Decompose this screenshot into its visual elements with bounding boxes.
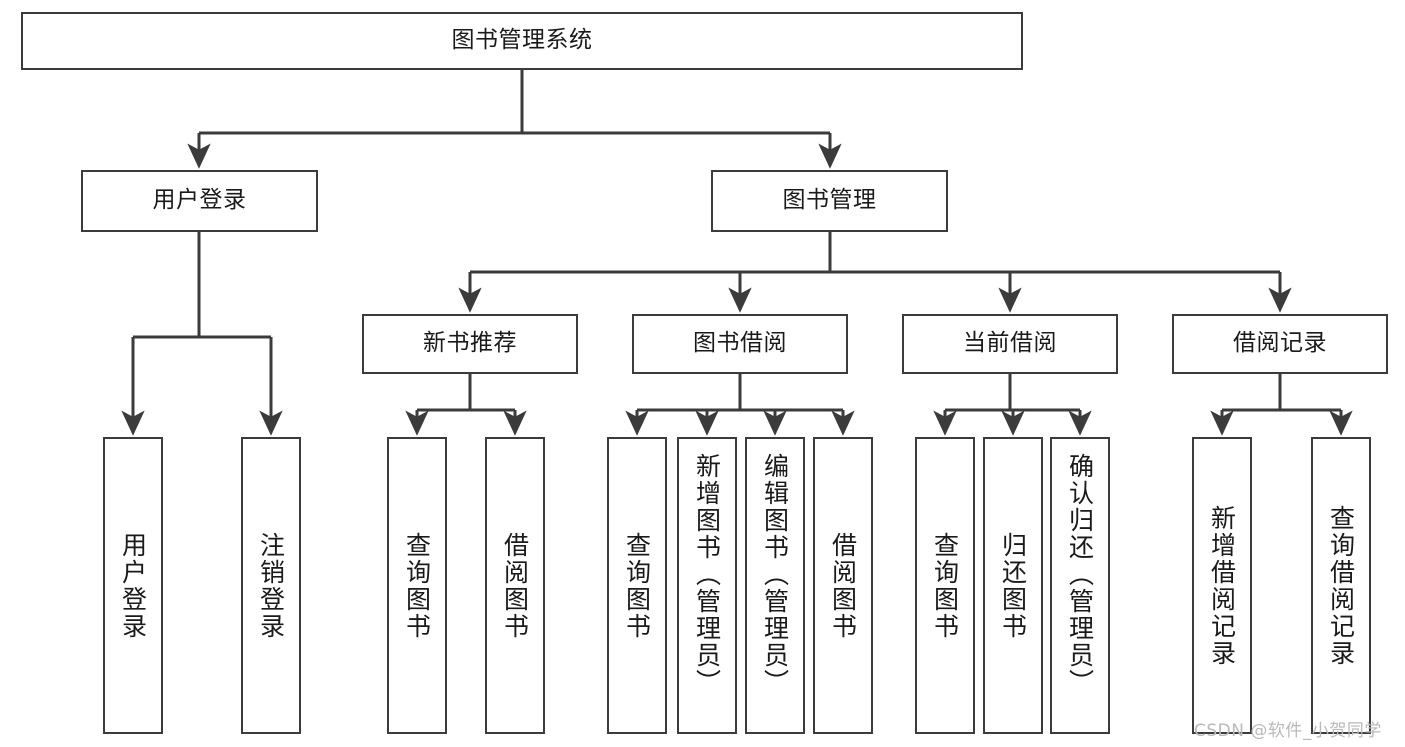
leaf-label: 查询图书 [622, 531, 652, 640]
leaf-user-login[interactable]: 用户登录 [103, 437, 163, 734]
node-label: 图书管理系统 [451, 27, 593, 54]
leaf-query-book-current[interactable]: 查询图书 [915, 437, 975, 734]
leaf-label: 编辑图书（管理员） [760, 453, 790, 696]
node-book-borrow[interactable]: 图书借阅 [632, 314, 848, 374]
leaf-label: 新增借阅记录 [1207, 504, 1237, 667]
leaf-logout-login[interactable]: 注销登录 [241, 437, 301, 734]
leaf-query-borrow-record[interactable]: 查询借阅记录 [1311, 437, 1371, 734]
leaf-label: 借阅图书 [500, 531, 530, 640]
leaf-label: 确认归还（管理员） [1065, 453, 1095, 696]
leaf-add-borrow-record[interactable]: 新增借阅记录 [1192, 437, 1252, 734]
node-label: 图书借阅 [693, 330, 787, 357]
node-current-borrow[interactable]: 当前借阅 [902, 314, 1118, 374]
node-borrow-record[interactable]: 借阅记录 [1172, 314, 1388, 374]
leaf-label: 借阅图书 [828, 531, 858, 640]
leaf-query-book-recommend[interactable]: 查询图书 [387, 437, 447, 734]
leaf-label: 归还图书 [998, 531, 1028, 640]
leaf-query-book-borrow[interactable]: 查询图书 [607, 437, 667, 734]
leaf-label: 新增图书（管理员） [692, 453, 722, 696]
leaf-confirm-return-admin[interactable]: 确认归还（管理员） [1050, 437, 1110, 734]
node-root-book-management-system[interactable]: 图书管理系统 [21, 12, 1023, 70]
leaf-label: 用户登录 [118, 531, 148, 640]
node-user-login[interactable]: 用户登录 [81, 170, 318, 232]
node-label: 用户登录 [152, 187, 247, 214]
node-label: 新书推荐 [423, 330, 517, 357]
leaf-return-book[interactable]: 归还图书 [983, 437, 1043, 734]
csdn-watermark: CSDN @软件_小贺同学 [1194, 721, 1382, 741]
node-new-book-recommend[interactable]: 新书推荐 [362, 314, 578, 374]
leaf-borrow-book-recommend[interactable]: 借阅图书 [485, 437, 545, 734]
node-book-management[interactable]: 图书管理 [711, 170, 948, 232]
node-label: 图书管理 [782, 187, 877, 214]
leaf-edit-book-admin[interactable]: 编辑图书（管理员） [745, 437, 805, 734]
leaf-label: 查询图书 [930, 531, 960, 640]
leaf-add-book-admin[interactable]: 新增图书（管理员） [677, 437, 737, 734]
leaf-label: 查询图书 [402, 531, 432, 640]
leaf-label: 查询借阅记录 [1326, 504, 1356, 667]
node-label: 当前借阅 [963, 330, 1057, 357]
leaf-borrow-book[interactable]: 借阅图书 [813, 437, 873, 734]
node-label: 借阅记录 [1233, 330, 1327, 357]
leaf-label: 注销登录 [256, 531, 286, 640]
